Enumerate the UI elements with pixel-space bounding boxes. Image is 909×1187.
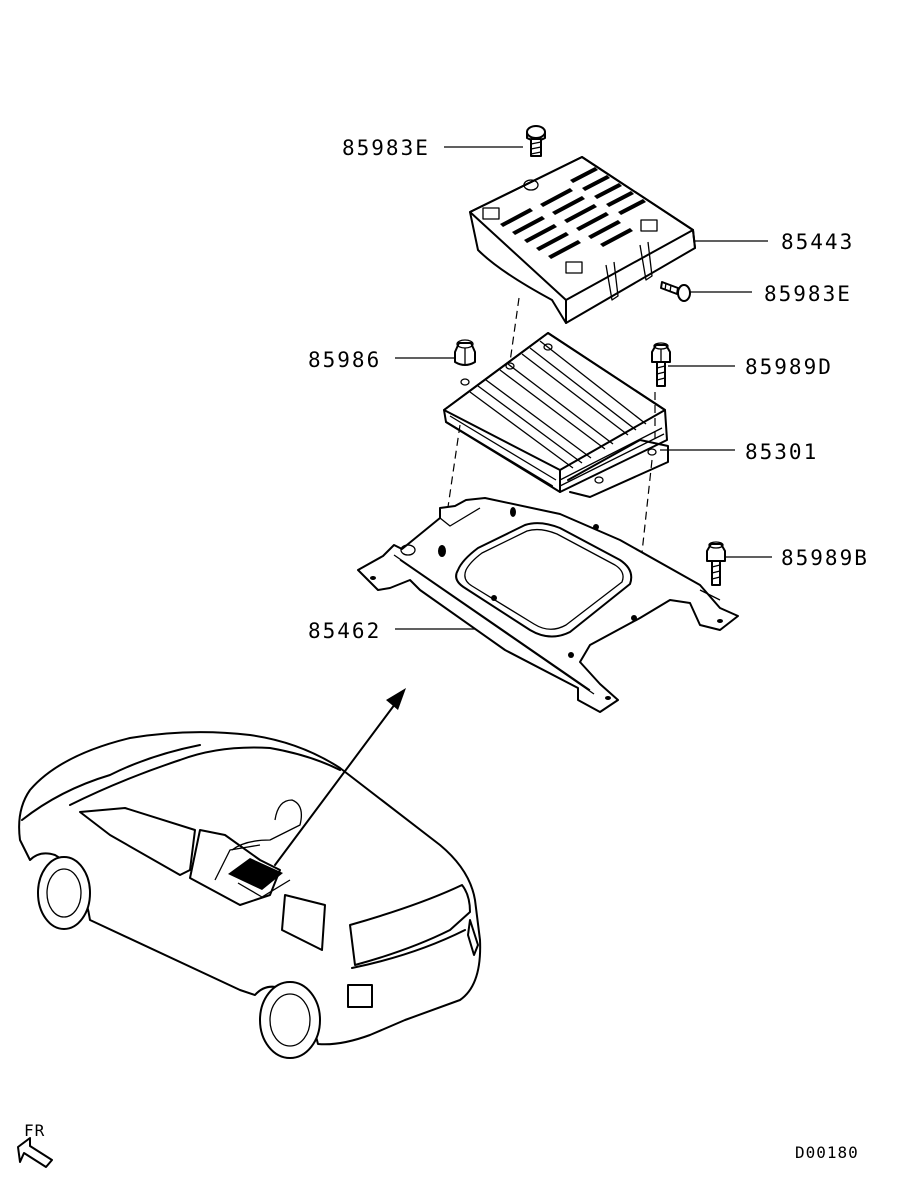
screw-top-part [526,125,546,157]
vehicle-illustration [18,731,482,1059]
label-amplifier: 85301 [745,440,818,464]
label-bolt-b: 85989B [781,546,869,570]
cover-slots [500,167,646,259]
front-direction-indicator: FR [17,1121,53,1168]
cover-part [469,156,696,324]
location-arrow [274,688,406,866]
diagram-code: D00180 [795,1143,859,1162]
bolt-d-part [651,342,671,387]
label-bracket: 85462 [308,619,381,643]
bolt-b-part [706,541,726,586]
fr-arrow-icon [17,1137,53,1168]
label-screw-side: 85983E [764,282,852,306]
bracket-part [357,497,739,713]
screw-side-part [660,281,691,302]
leader-lines [395,146,772,630]
label-cover: 85443 [781,230,854,254]
amplifier-part [443,332,669,498]
label-bolt-d: 85989D [745,355,833,379]
fr-label: FR [24,1121,45,1140]
label-screw-top: 85983E [342,136,430,160]
nut-part [454,339,476,366]
label-nut: 85986 [308,348,381,372]
